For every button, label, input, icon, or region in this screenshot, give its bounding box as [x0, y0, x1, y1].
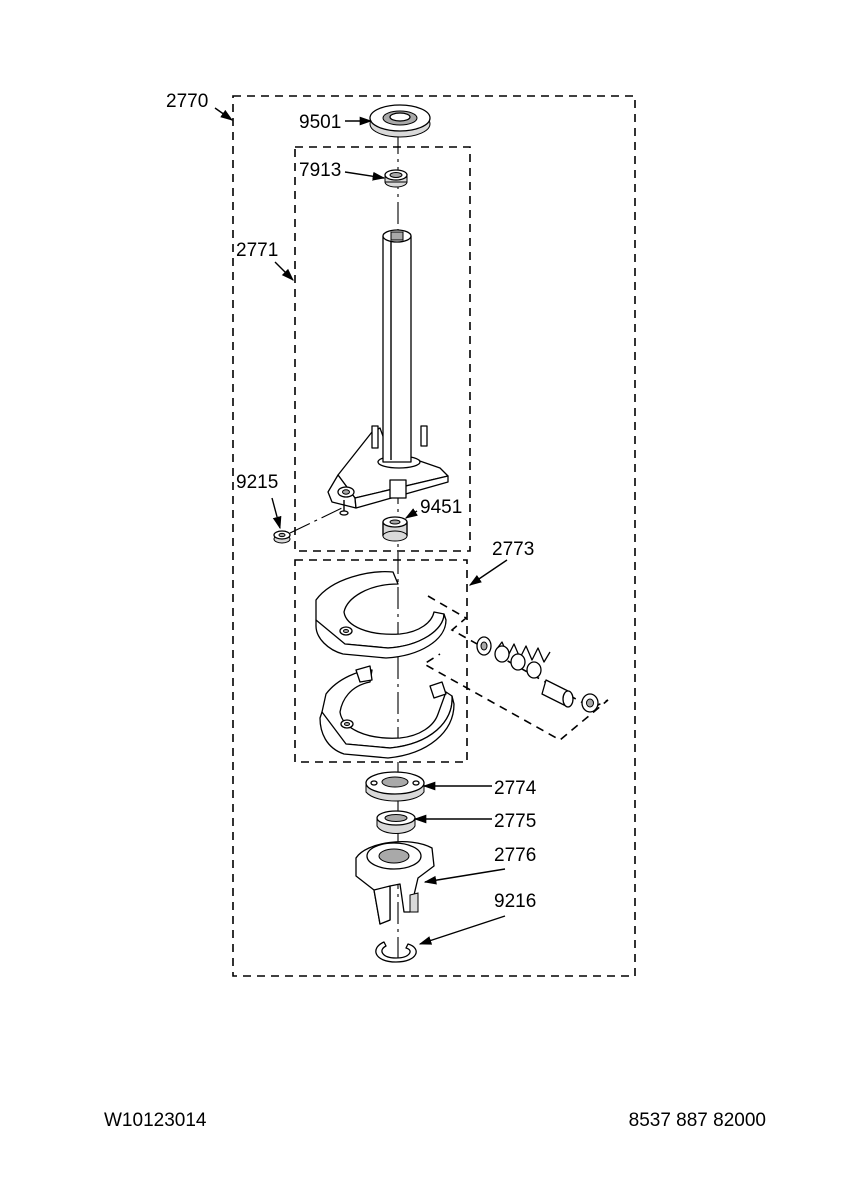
part-9501-seal[interactable]	[369, 104, 431, 138]
part-2773-spring-set[interactable]	[476, 636, 599, 713]
part-9215-nut[interactable]	[273, 530, 291, 544]
assembly-box-2771	[294, 146, 471, 552]
leader-2770	[214, 107, 234, 121]
leader-7913	[344, 171, 386, 181]
leader-2771	[274, 261, 294, 281]
assembly-box-2770	[232, 95, 636, 977]
spring-cluster-outline	[422, 595, 609, 741]
label-2773: 2773	[492, 539, 534, 560]
label-9501: 9501	[299, 112, 341, 133]
part-2775-ring[interactable]	[376, 810, 416, 834]
part-2774-plate[interactable]	[365, 771, 425, 802]
assembly-box-2773	[294, 559, 468, 763]
leader-9451	[404, 508, 418, 519]
label-9215: 9215	[236, 472, 278, 493]
label-2770: 2770	[166, 91, 208, 112]
leader-2773	[468, 559, 508, 586]
leader-9216	[418, 915, 506, 945]
label-9451: 9451	[420, 497, 462, 518]
part-2771-shaft-assembly[interactable]	[327, 229, 449, 516]
part-9451-bushing[interactable]	[382, 516, 408, 542]
label-7913: 7913	[299, 160, 341, 181]
part-2773-lower-brake-shoe[interactable]	[319, 665, 455, 759]
document-number: W10123014	[104, 1110, 207, 1131]
label-2775: 2775	[494, 811, 536, 832]
part-9216-retaining-ring[interactable]	[375, 941, 417, 963]
part-catalog-number: 8537 887 82000	[628, 1110, 766, 1131]
part-2776-yoke[interactable]	[355, 841, 435, 925]
label-2774: 2774	[494, 778, 537, 799]
leader-2776	[423, 868, 506, 885]
part-7913-bushing[interactable]	[384, 169, 408, 188]
label-9216: 9216	[494, 891, 536, 912]
label-2771: 2771	[236, 240, 278, 261]
leader-9215-arrow	[271, 497, 282, 530]
part-2773-upper-brake-shoe[interactable]	[315, 571, 447, 659]
leader-9215	[289, 507, 343, 534]
label-2776: 2776	[494, 845, 536, 866]
